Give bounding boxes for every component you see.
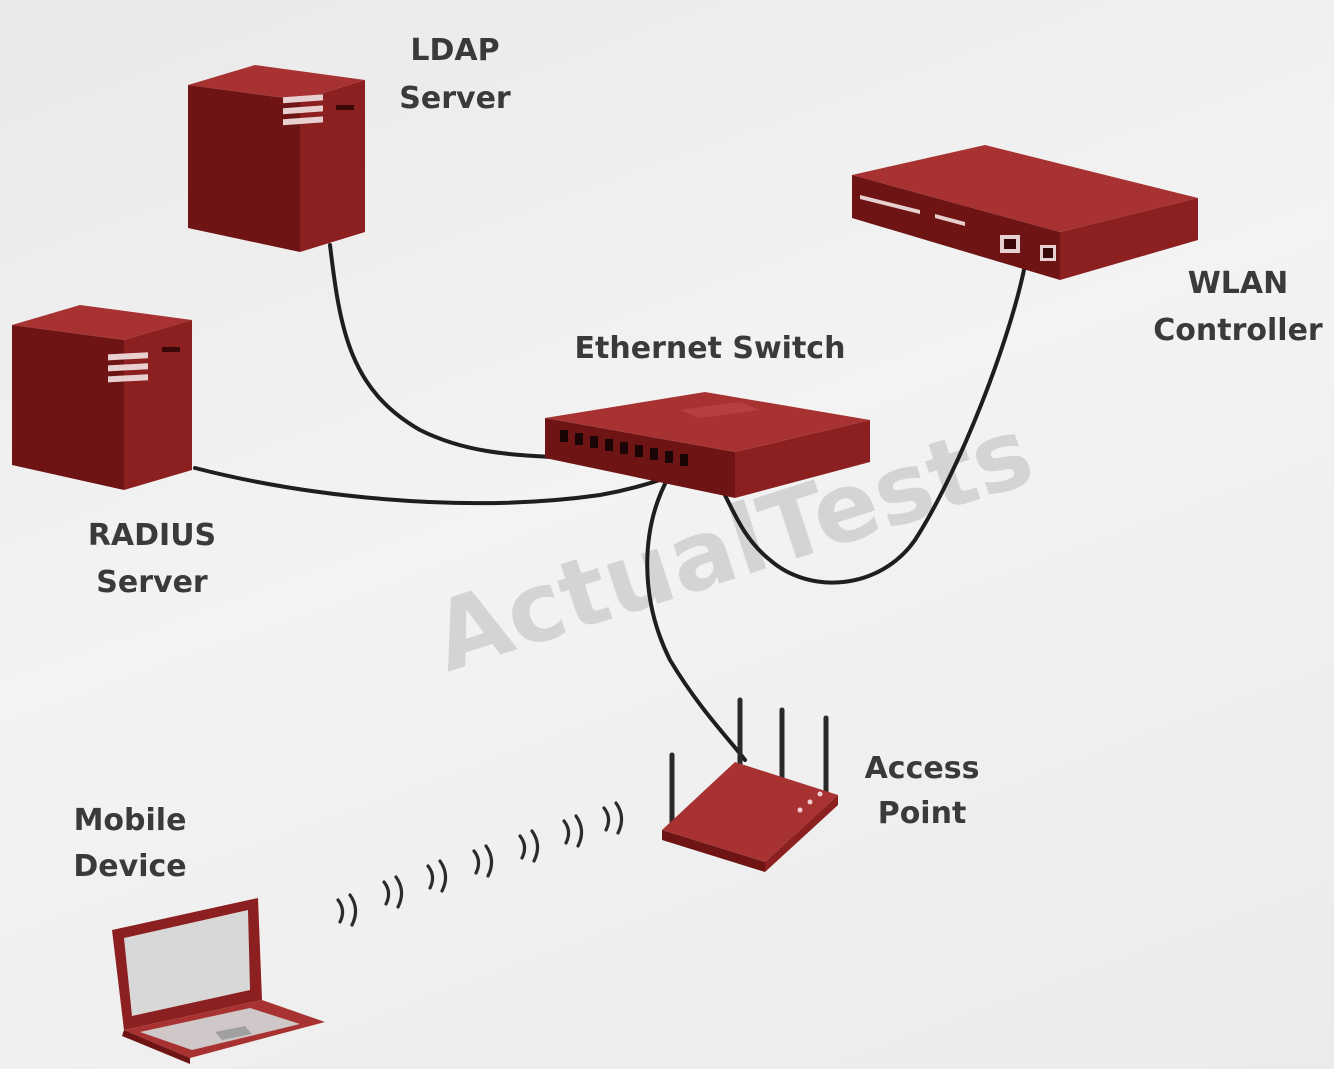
ap-label-line1: Access [865,751,980,786]
radius-label-line2: Server [96,565,208,600]
wifi-signal-waves [336,801,624,927]
switch-label: Ethernet Switch [575,331,846,366]
wireless-access-point-icon [662,697,838,872]
wlan-label-line1: WLAN [1188,266,1289,301]
ap-label-line2: Point [878,796,967,831]
ethernet-switch-icon [545,392,870,498]
ldap-label-line2: Server [399,81,511,116]
mobile-label-line1: Mobile [74,803,187,838]
wlan-label-line2: Controller [1153,313,1323,348]
cable-ap-switch [645,476,747,762]
radius-label-line1: RADIUS [88,518,216,553]
ldap-server-icon [188,65,365,252]
cable-ldap-switch [328,243,572,460]
ldap-label-line1: LDAP [410,33,499,68]
laptop-icon [112,898,325,1064]
radius-server-icon [12,305,192,490]
mobile-label-line2: Device [73,849,186,884]
wlan-controller-icon [852,145,1198,280]
cable-wlan-switch [718,263,1027,585]
cable-radius-switch [193,466,692,506]
